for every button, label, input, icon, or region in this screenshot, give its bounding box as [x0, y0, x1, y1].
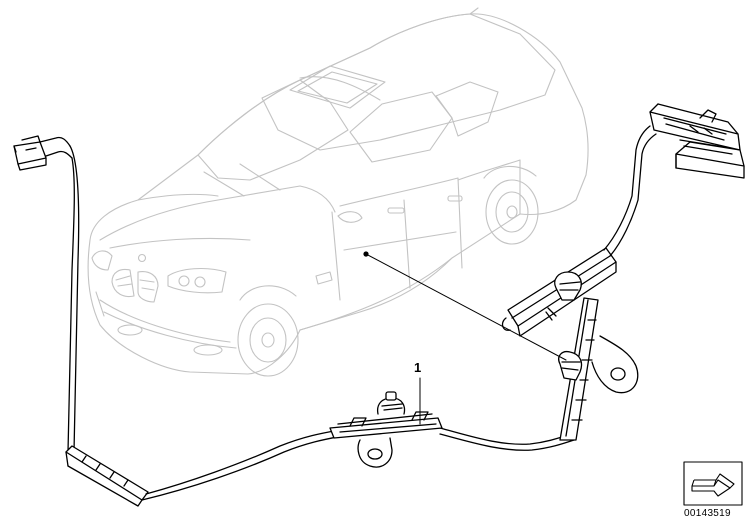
- drawing-number: 00143519: [684, 508, 731, 519]
- left-connector: [13, 135, 73, 171]
- right-connector: [649, 103, 745, 179]
- car-outline-icon: [87, 7, 589, 377]
- callout-label-1: 1: [414, 360, 422, 375]
- lower-clip: [558, 350, 583, 381]
- direction-arrow-icon: [683, 461, 743, 506]
- bottom-sheath: [65, 445, 149, 507]
- cable-harness-icon: [13, 103, 745, 507]
- right-mount-tab: [591, 335, 639, 394]
- middle-bracket: [329, 391, 443, 468]
- upper-bracket: [501, 247, 617, 337]
